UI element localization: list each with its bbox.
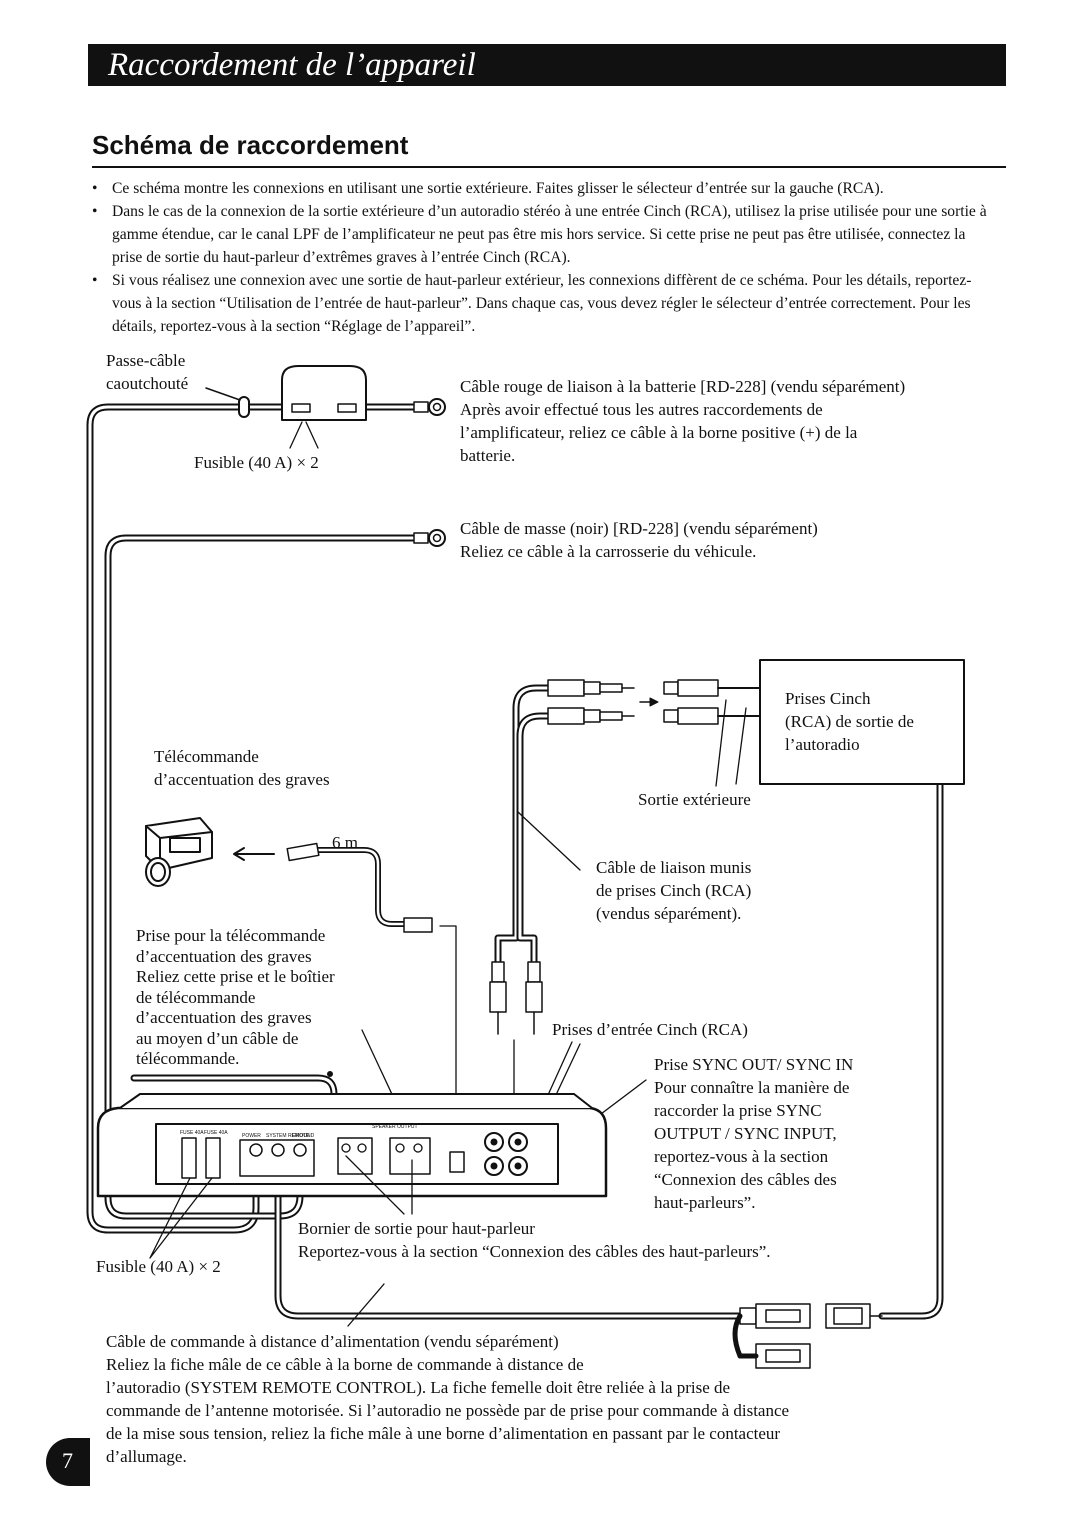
header-title: Raccordement de l’appareil	[88, 44, 1006, 86]
grommet-label: Passe-câble caoutchouté	[106, 351, 189, 393]
grommet-icon	[238, 396, 250, 418]
remote-power-label: Câble de commande à distance d’alimentat…	[106, 1332, 790, 1466]
ground-cable-label: Câble de masse (noir) [RD-228] (vendu sé…	[460, 519, 818, 561]
bass-remote-control-icon	[145, 817, 213, 887]
head-unit-box	[759, 659, 965, 785]
amp-speaker-label: SPEAKER OUTPUT	[372, 1124, 418, 1130]
fuse-holder-icon	[281, 365, 367, 421]
amp-ground-label: GROUND	[292, 1133, 315, 1139]
rca-jack-icon	[663, 679, 719, 725]
amp-power-label: POWER	[242, 1133, 261, 1139]
remote-jack-label: Prise pour la télécommande d’accentuatio…	[136, 926, 335, 1068]
bullet-item: Dans le cas de la connexion de la sortie…	[92, 200, 992, 269]
sync-label: Prise SYNC OUT/ SYNC IN Pour connaître l…	[654, 1055, 854, 1212]
rca-input-plug-icon	[489, 961, 543, 1035]
external-output-label: Sortie extérieure	[638, 790, 751, 809]
fuse-bottom-label: Fusible (40 A) × 2	[96, 1257, 221, 1276]
fuse-top-label: Fusible (40 A) × 2	[194, 453, 319, 472]
section-title: Schéma de raccordement	[92, 130, 409, 160]
rca-plug-icon	[547, 679, 635, 725]
amp-fuse1-label: FUSE 40A	[180, 1130, 204, 1136]
remote-connector-icon	[286, 842, 433, 933]
remote-power-connector-icon	[739, 1303, 883, 1369]
bullet-item: Si vous réalisez une connexion avec une …	[92, 269, 992, 338]
amp-fuse2-label: FUSE 40A	[204, 1130, 228, 1136]
battery-ring-terminal-icon	[413, 398, 446, 416]
bullet-item: Ce schéma montre les connexions en utili…	[92, 177, 992, 200]
rca-input-label: Prises d’entrée Cinch (RCA)	[552, 1020, 748, 1039]
rca-cable-label: Câble de liaison munis de prises Cinch (…	[596, 858, 752, 923]
section-divider	[92, 166, 1006, 168]
battery-cable-label: Câble rouge de liaison à la batterie [RD…	[460, 377, 906, 465]
bass-remote-label: Télécommande d’accentuation des graves	[154, 747, 330, 789]
ground-ring-terminal-icon	[413, 529, 446, 547]
amplifier-icon	[96, 1093, 608, 1198]
speaker-terminal-label: Bornier de sortie pour haut-parleur Repo…	[298, 1219, 771, 1261]
cable-length-label: 6 m	[332, 833, 358, 852]
intro-bullet-list: Ce schéma montre les connexions en utili…	[92, 177, 992, 338]
amp-remote-label: SYSTEM REMOTE	[266, 1133, 310, 1139]
page-number-tab	[46, 1438, 90, 1486]
head-unit-output-label: Prises Cinch (RCA) de sortie de l’autora…	[785, 689, 914, 754]
page-number: 7	[62, 1448, 73, 1473]
